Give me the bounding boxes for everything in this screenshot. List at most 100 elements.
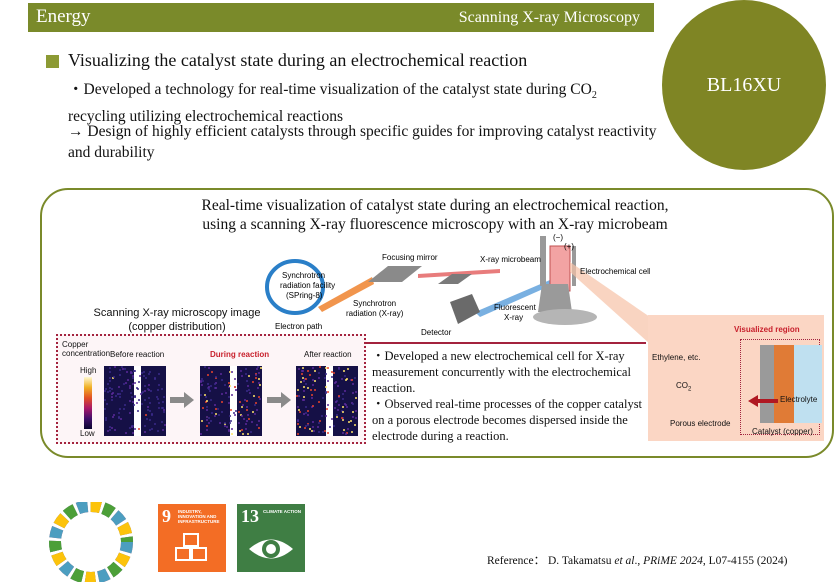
speckle	[201, 380, 204, 383]
speckle	[241, 375, 244, 378]
eye-globe-icon	[249, 539, 293, 559]
synchrotron-label-3: (SPring-8)	[286, 291, 323, 300]
sdg-wheel-icon	[49, 502, 133, 582]
speckle	[242, 432, 245, 435]
speckle	[255, 372, 258, 375]
speckle	[229, 385, 232, 387]
second-mirror-icon	[438, 274, 472, 284]
speckle	[218, 422, 221, 425]
speckle	[161, 388, 164, 391]
speckle	[256, 366, 259, 369]
speckle	[208, 390, 211, 393]
speckle	[117, 386, 120, 389]
speckle	[111, 427, 114, 430]
speckle	[246, 409, 249, 412]
during-label: During reaction	[210, 350, 270, 359]
scale-high-label: High	[80, 366, 97, 375]
speckle	[351, 402, 354, 405]
speckle	[239, 401, 242, 404]
speckle	[342, 406, 345, 409]
speckle	[204, 394, 207, 397]
speckle	[347, 427, 350, 430]
speckle	[354, 424, 357, 427]
speckle	[302, 386, 305, 389]
speckle	[327, 403, 330, 406]
speckle	[249, 391, 252, 394]
speckle	[119, 393, 122, 396]
speckle	[354, 376, 357, 379]
summary-point-2: → Design of highly efficient catalysts t…	[68, 123, 657, 161]
speckle	[205, 415, 208, 418]
speckle	[342, 411, 345, 414]
speckle	[206, 428, 209, 431]
speckle	[148, 409, 151, 412]
speckle	[130, 391, 133, 394]
speckle	[109, 380, 112, 383]
speckle	[144, 414, 147, 417]
speckle	[200, 381, 203, 384]
speckle	[130, 426, 133, 428]
detector-icon	[450, 294, 480, 324]
speckle	[255, 368, 258, 371]
speckle	[143, 375, 146, 378]
speckle	[300, 369, 303, 372]
sdg-goal-13-tile: 13 CLIMATE ACTION	[237, 504, 305, 572]
speckle	[157, 389, 160, 392]
speckle	[302, 396, 305, 399]
microscopy-title-line-2: (copper distribution)	[128, 321, 226, 333]
speckle	[302, 399, 305, 402]
speckle	[304, 405, 307, 408]
speckle	[257, 381, 260, 384]
speckle	[259, 366, 262, 369]
speckle	[230, 433, 233, 436]
speckle	[344, 379, 347, 382]
speckle	[228, 370, 231, 373]
sdg-goal-9-tile: 9 INDUSTRY, INNOVATION AND INFRASTRUCTUR…	[158, 504, 226, 572]
speckle	[234, 389, 237, 392]
speckle	[304, 378, 307, 381]
speckle	[309, 388, 312, 391]
speckle	[147, 387, 150, 390]
speckle	[228, 421, 231, 424]
speckle	[111, 396, 114, 399]
speckle	[151, 414, 154, 417]
category-label: Energy	[36, 6, 91, 27]
ref-prefix: Reference： D. Takamatsu	[487, 555, 615, 567]
speckle	[131, 431, 134, 434]
catalyst-layer-icon	[774, 345, 794, 423]
speckle	[214, 382, 217, 385]
speckle	[328, 426, 331, 429]
speckle	[325, 373, 328, 376]
speckle	[323, 376, 326, 379]
speckle	[311, 421, 314, 423]
speckle	[300, 373, 303, 376]
speckle	[144, 431, 147, 434]
speckle	[351, 392, 354, 395]
speckle	[214, 377, 217, 380]
speckle	[223, 384, 226, 387]
speckle	[307, 369, 310, 372]
speckle	[317, 371, 320, 374]
speckle	[337, 394, 340, 397]
speckle	[354, 390, 357, 393]
ref-suffix: , L07-4155 (2024)	[702, 555, 788, 567]
speckle	[104, 408, 107, 411]
plus-label: (+)	[564, 242, 574, 251]
speckle	[200, 419, 203, 422]
zoom-connector-icon	[570, 262, 650, 344]
speckle	[230, 371, 233, 374]
finding-2: ・Observed real-time processes of the cop…	[372, 397, 643, 443]
electrolyte-label: Electrolyte	[780, 395, 818, 404]
co2-label: CO2	[676, 381, 691, 393]
focusing-mirror-label: Focusing mirror	[382, 253, 438, 262]
speckle	[128, 385, 131, 388]
speckle	[112, 377, 115, 380]
speckle	[158, 406, 161, 409]
speckle	[215, 408, 218, 411]
speckle	[130, 372, 133, 375]
speckle	[120, 389, 123, 392]
speckle	[254, 403, 257, 406]
speckle	[342, 428, 345, 431]
speckle	[303, 378, 306, 381]
finding-1: ・Developed a new electrochemical cell fo…	[372, 349, 631, 395]
